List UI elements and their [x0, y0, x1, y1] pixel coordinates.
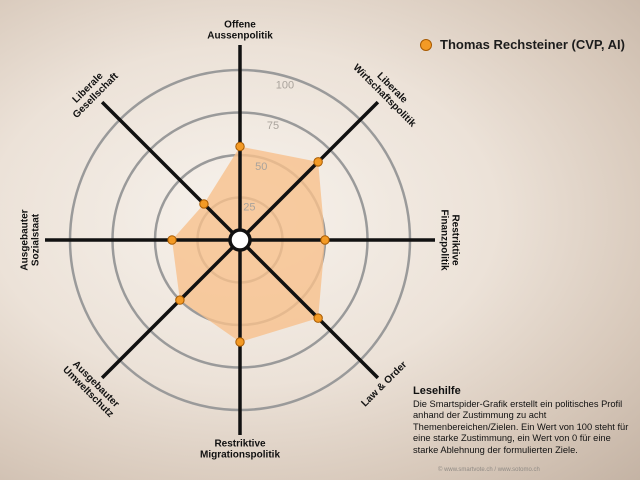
spoke [238, 100, 380, 242]
tick-label: 75 [267, 120, 279, 132]
legend-marker [420, 38, 432, 51]
axis-label-line: Restriktive [214, 439, 266, 450]
axis-label-line: Restriktive [449, 214, 460, 266]
tick-label: 25 [243, 202, 255, 214]
reading-help: Lesehilfe Die Smartspider-Grafik erstell… [413, 385, 638, 456]
axis-label-line: Migrationspolitik [200, 450, 280, 461]
spoke [238, 238, 380, 380]
axis-label-line: Sozialstaat [31, 213, 42, 266]
legend-label: Thomas Rechsteiner (CVP, AI) [440, 37, 625, 52]
spoke [100, 100, 242, 242]
data-point [320, 235, 330, 245]
center-hub [228, 228, 252, 252]
axis-label-line: Finanzpolitik [438, 209, 449, 271]
data-point [175, 295, 185, 305]
source-note: © www.smartvote.ch / www.sotomo.ch [438, 467, 540, 473]
data-point [199, 199, 209, 209]
legend: Thomas Rechsteiner (CVP, AI) [420, 37, 625, 52]
axis-label-line: Aussenpolitik [207, 31, 273, 42]
data-point [235, 337, 245, 347]
axis-label-line: Ausgebauter [20, 209, 31, 270]
data-point [167, 235, 177, 245]
tick-label: 100 [276, 79, 294, 91]
tick-label: 50 [255, 161, 267, 173]
reading-help-title: Lesehilfe [413, 385, 461, 397]
data-point [313, 157, 323, 167]
axis-label-line: Offene [224, 20, 256, 31]
spoke [100, 238, 242, 380]
data-point [235, 141, 245, 152]
reading-help-text: Die Smartspider-Grafik erstellt ein poli… [413, 399, 629, 455]
data-point [313, 313, 323, 323]
